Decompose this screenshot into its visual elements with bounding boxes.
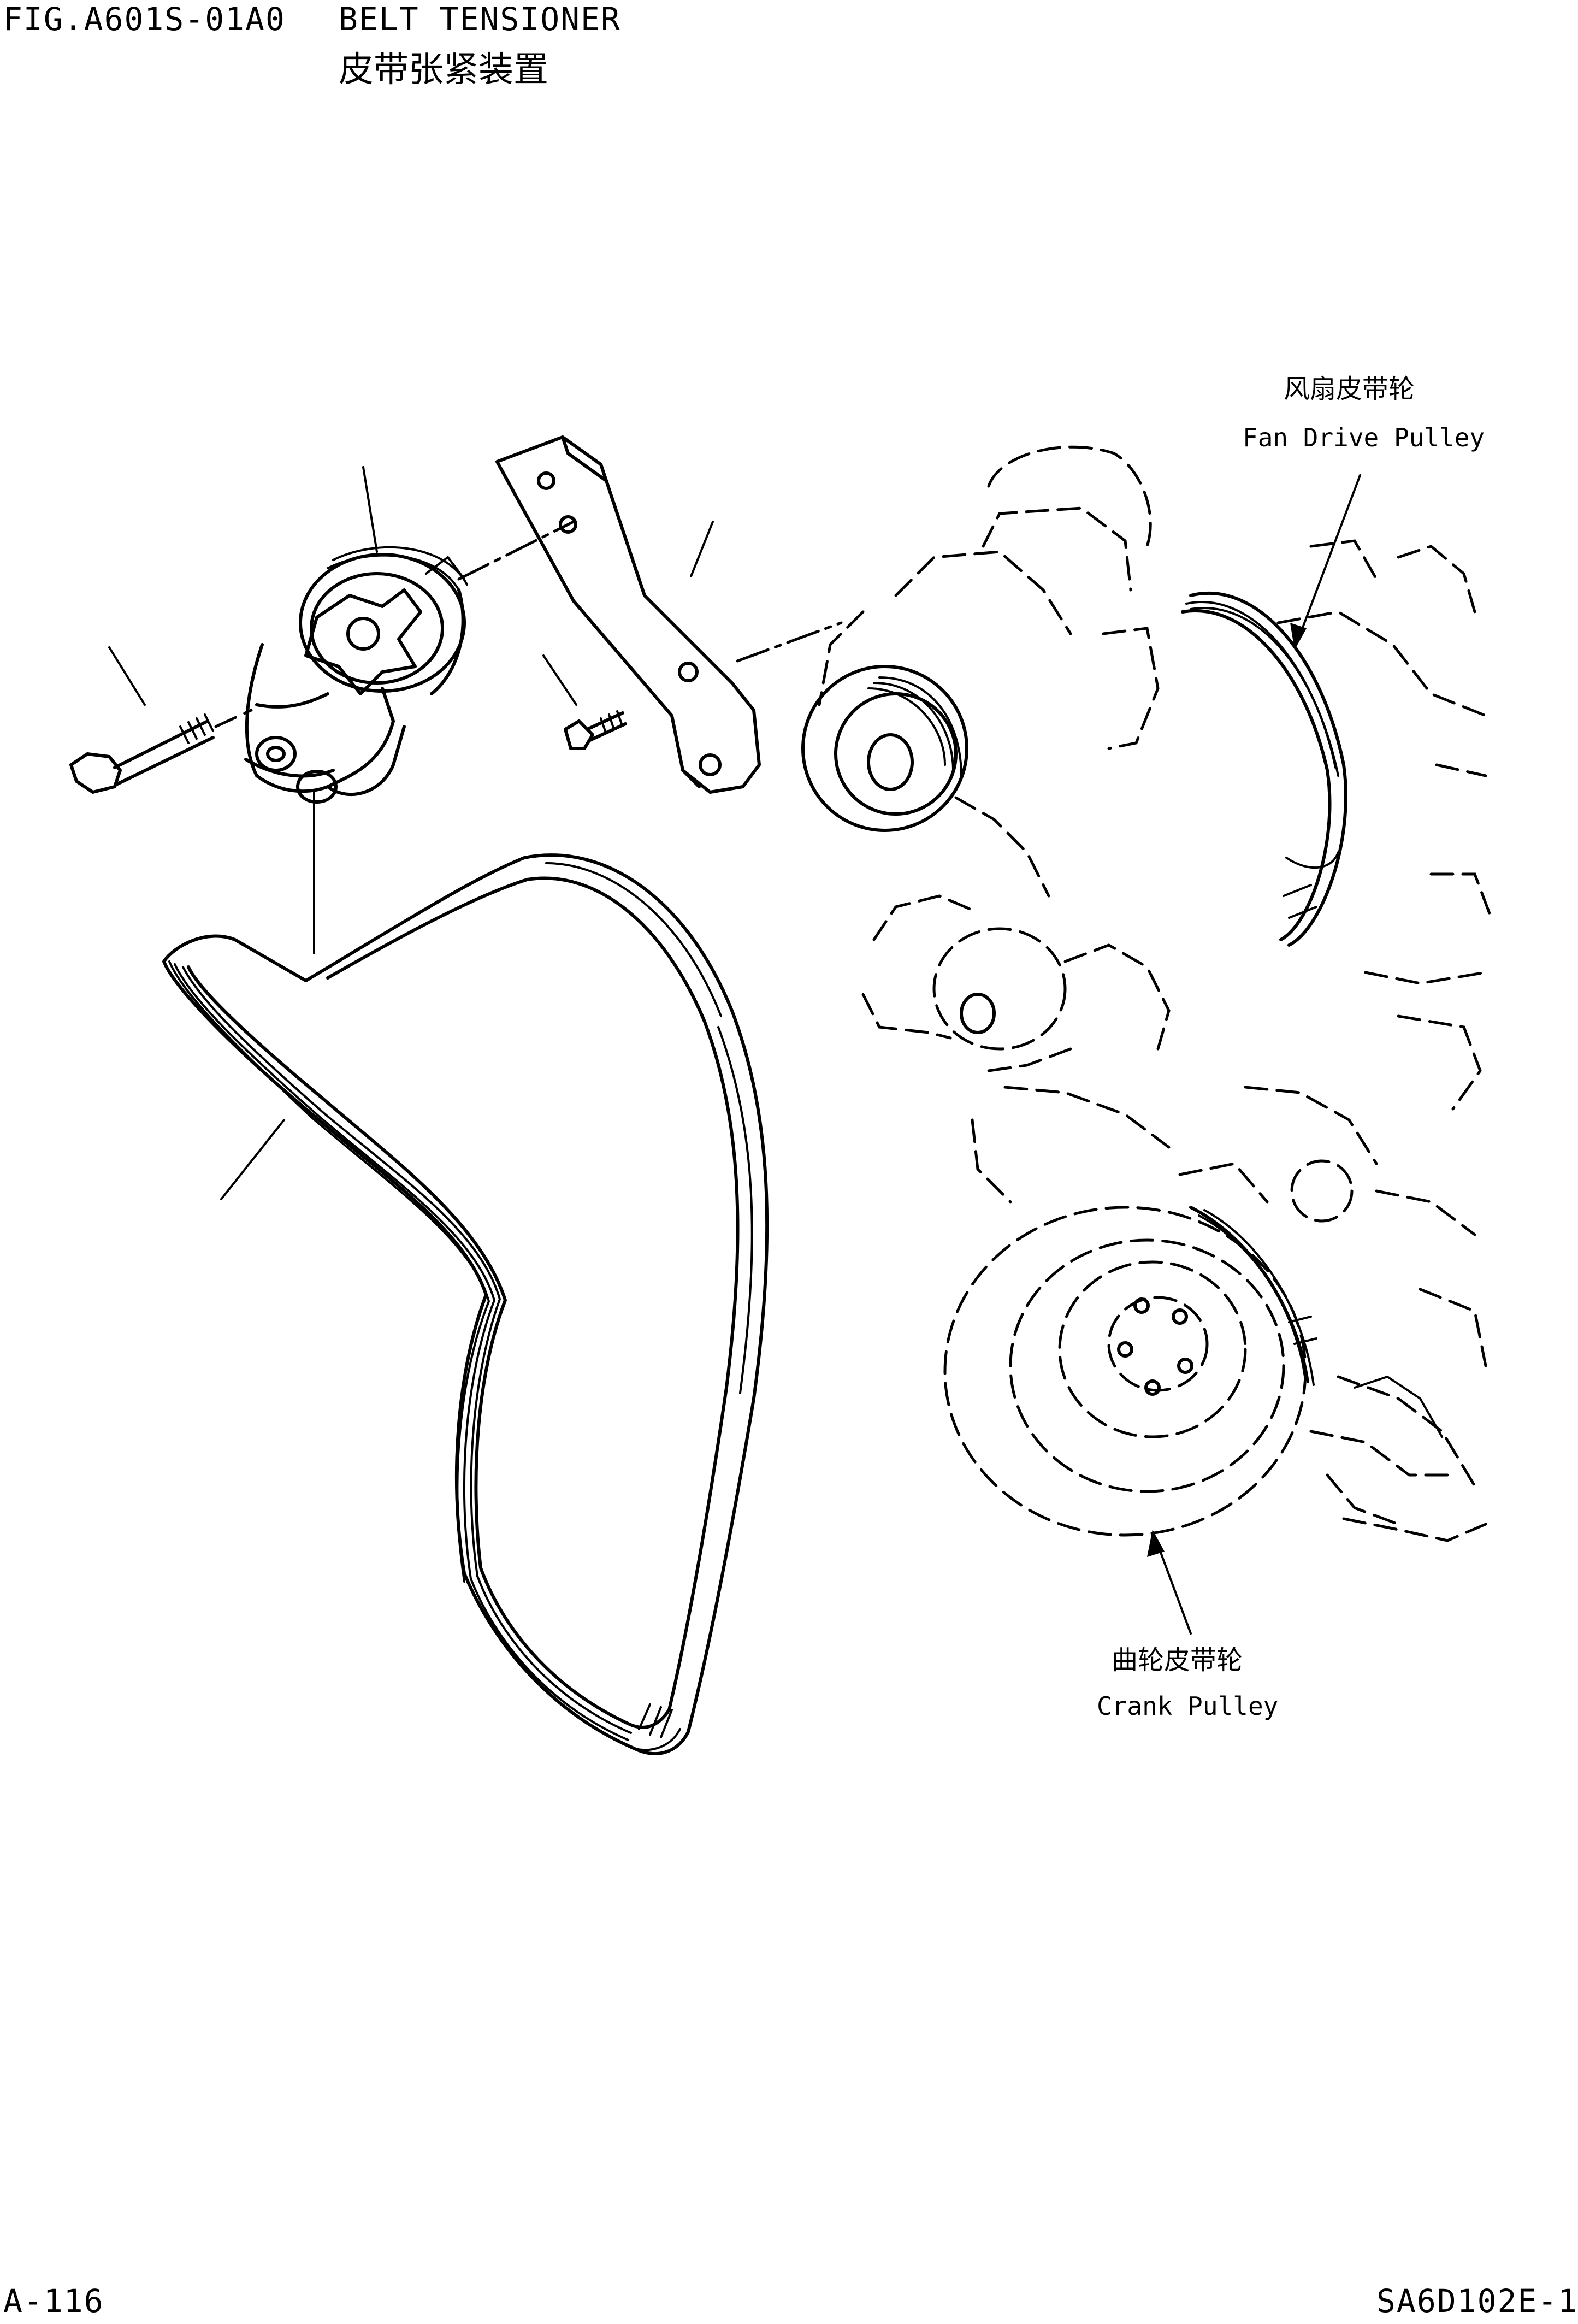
crank-pulley-label-chinese: 曲轮皮带轮: [1112, 1645, 1243, 1676]
flange-bolt-icon: [69, 646, 253, 794]
belt-tensioner-assembly-icon: [244, 466, 575, 954]
figure-title: BELT TENSIONER: [339, 1, 621, 38]
callout-leaders: [220, 474, 1361, 1635]
mounting-bracket-icon: [495, 435, 843, 794]
crank-pulley-leader: [1154, 1537, 1192, 1635]
screw-icon: [542, 654, 627, 750]
v-ribbed-belt-icon: [162, 853, 769, 1755]
crank-pulley-arrowhead: [1147, 1530, 1165, 1557]
belt-leader: [220, 1119, 285, 1200]
engine-front-icon: [801, 445, 1493, 1542]
fan-drive-pulley-label: Fan Drive Pulley: [1243, 423, 1485, 452]
figure-code: FIG.A601S-01A0: [3, 1, 286, 38]
figure-title-chinese: 皮带张紧装置: [339, 50, 548, 90]
fan-drive-pulley-arrowhead: [1290, 623, 1307, 650]
page-number: A-116: [3, 2282, 104, 2320]
fan-drive-pulley-leader: [1296, 474, 1361, 643]
fan-drive-pulley-label-chinese: 风扇皮带轮: [1284, 374, 1415, 404]
crank-pulley-label: Crank Pulley: [1097, 1691, 1279, 1721]
document-code: SA6D102E-1: [1376, 2282, 1578, 2320]
